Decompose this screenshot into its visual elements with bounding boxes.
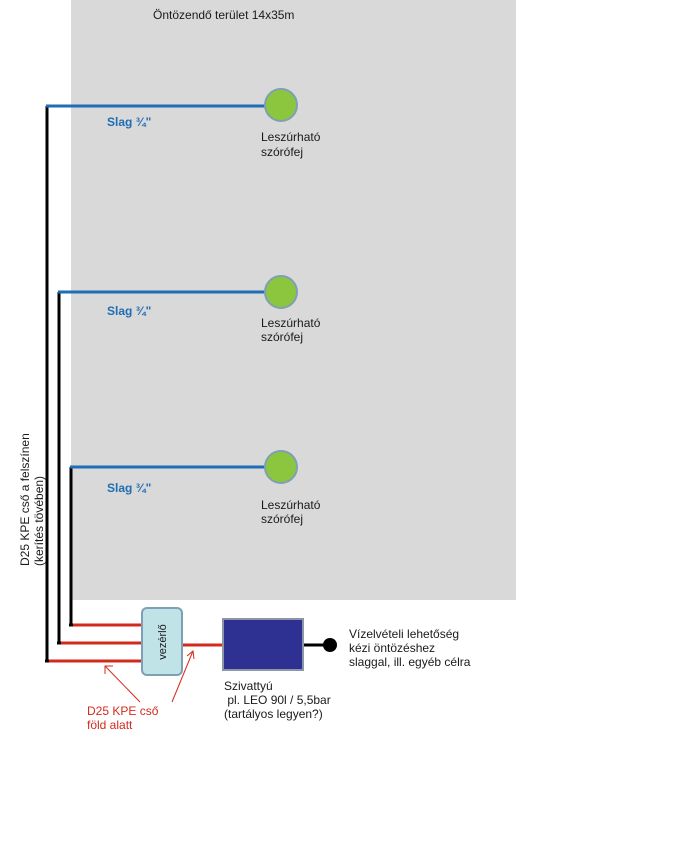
- area-title: Öntözendő terület 14x35m: [153, 8, 294, 22]
- sprinkler-3-icon: [264, 450, 298, 484]
- sprinkler-1-label-line1: Leszúrható: [261, 130, 321, 144]
- sprinkler-2-label-line2: szórófej: [261, 330, 303, 344]
- underground-pipe-label-line1: D25 KPE cső: [87, 704, 159, 718]
- sprinkler-3-label-line1: Leszúrható: [261, 498, 321, 512]
- hose-3-label: Slag ¾": [107, 481, 151, 495]
- underground-pipe-label-line2: föld alatt: [87, 718, 133, 732]
- controller-label: vezérlő: [157, 624, 169, 659]
- surface-pipe-label-line1: D25 KPE cső a felszínen: [18, 433, 32, 566]
- outlet-label-line2: kézi öntözéshez: [349, 641, 435, 655]
- pump-box: [222, 618, 304, 671]
- sprinkler-1-label-line2: szórófej: [261, 145, 303, 159]
- controller-box: [141, 607, 183, 676]
- pump-label-line1: Szivattyú: [224, 679, 273, 693]
- sprinkler-2-label-line1: Leszúrható: [261, 316, 321, 330]
- outlet-label-line1: Vízelvételi lehetőség: [349, 627, 459, 641]
- pump-label-line2: pl. LEO 90l / 5,5bar: [224, 693, 331, 707]
- surface-pipe-label-line2: (kerítés tövében): [32, 476, 46, 566]
- underground-arrow-right: [171, 650, 195, 703]
- sprinkler-2-icon: [264, 275, 298, 309]
- hose-1-label: Slag ¾": [107, 115, 151, 129]
- sprinkler-1-icon: [264, 88, 298, 122]
- outlet-tap-icon: [323, 638, 337, 652]
- outlet-label-line3: slaggal, ill. egyéb célra: [349, 655, 471, 669]
- pump-label-line3: (tartályos legyen?): [224, 707, 323, 721]
- underground-arrow-left: [104, 665, 141, 703]
- hose-2-label: Slag ¾": [107, 304, 151, 318]
- sprinkler-3-label-line2: szórófej: [261, 512, 303, 526]
